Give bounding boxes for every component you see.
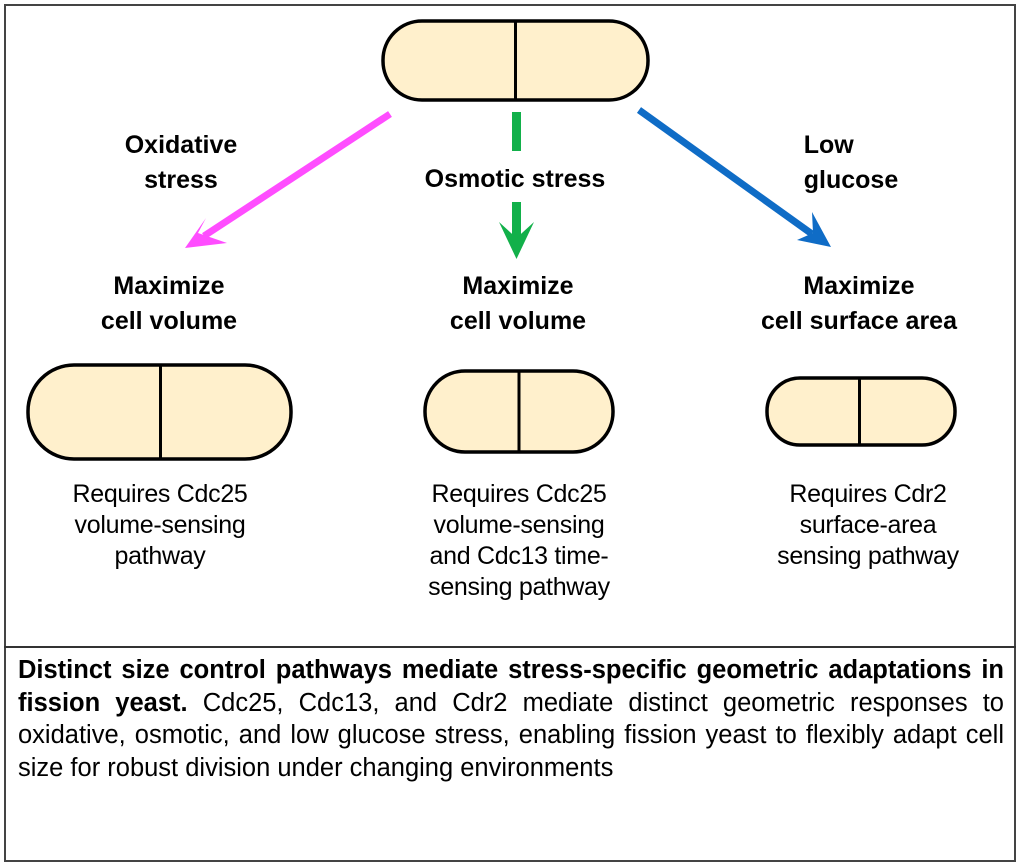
figure-frame [4, 4, 1016, 862]
caption-body: Cdc25, Cdc13, and Cdr2 mediate distinct … [18, 688, 1004, 782]
description-line: and Cdc13 time- [429, 542, 609, 570]
oxidative-stress-label: Oxidative stress [125, 128, 238, 198]
osmotic-stress-label: Osmotic stress [425, 162, 606, 197]
description-line: Requires Cdr2 [789, 480, 947, 508]
outcome-title-line1: Maximize [803, 272, 915, 300]
oxidative-label-line2: stress [144, 166, 218, 194]
glucose-stress-label: Low glucose [804, 128, 898, 198]
outcome-title-line2: cell volume [449, 307, 587, 335]
glucose-outcome-description: Requires Cdr2 surface-area sensing pathw… [777, 479, 959, 572]
oxidative-cell [26, 363, 293, 461]
osmotic-arrow [499, 112, 534, 259]
description-line: Requires Cdc25 [72, 480, 248, 508]
caption-divider [4, 646, 1016, 648]
osmotic-label-line1: Osmotic stress [424, 165, 606, 193]
glucose-label-line2: glucose [803, 166, 899, 194]
figure-caption: Distinct size control pathways mediate s… [18, 654, 1004, 784]
outcome-title-line1: Maximize [462, 272, 574, 300]
osmotic-cell [423, 369, 615, 454]
outcome-title-line2: cell volume [100, 307, 238, 335]
description-line: pathway [114, 542, 206, 570]
description-line: surface-area [799, 511, 937, 539]
description-line: volume-sensing [74, 511, 246, 539]
osmotic-outcome-description: Requires Cdc25 volume-sensing and Cdc13 … [428, 479, 610, 603]
description-line: volume-sensing [433, 511, 605, 539]
oxidative-label-line1: Oxidative [124, 131, 238, 159]
glucose-arrow [636, 107, 831, 247]
description-line: sensing pathway [428, 573, 610, 601]
diagram-canvas [26, 19, 957, 461]
description-line: sensing pathway [777, 542, 959, 570]
osmotic-outcome-title: Maximize cell volume [450, 269, 586, 339]
description-line: Requires Cdc25 [431, 480, 607, 508]
caption-title: Distinct size control pathways mediate s… [18, 656, 1004, 717]
oxidative-outcome-description: Requires Cdc25 volume-sensing pathway [72, 479, 247, 572]
parent-cell [381, 19, 650, 102]
glucose-outcome-title: Maximize cell surface area [761, 269, 957, 339]
glucose-cell [765, 376, 957, 447]
outcome-title-line1: Maximize [113, 272, 225, 300]
outcome-title-line2: cell surface area [761, 307, 957, 335]
glucose-label-line1: Low [803, 131, 854, 159]
oxidative-arrow [185, 111, 392, 248]
oxidative-outcome-title: Maximize cell volume [101, 269, 237, 339]
